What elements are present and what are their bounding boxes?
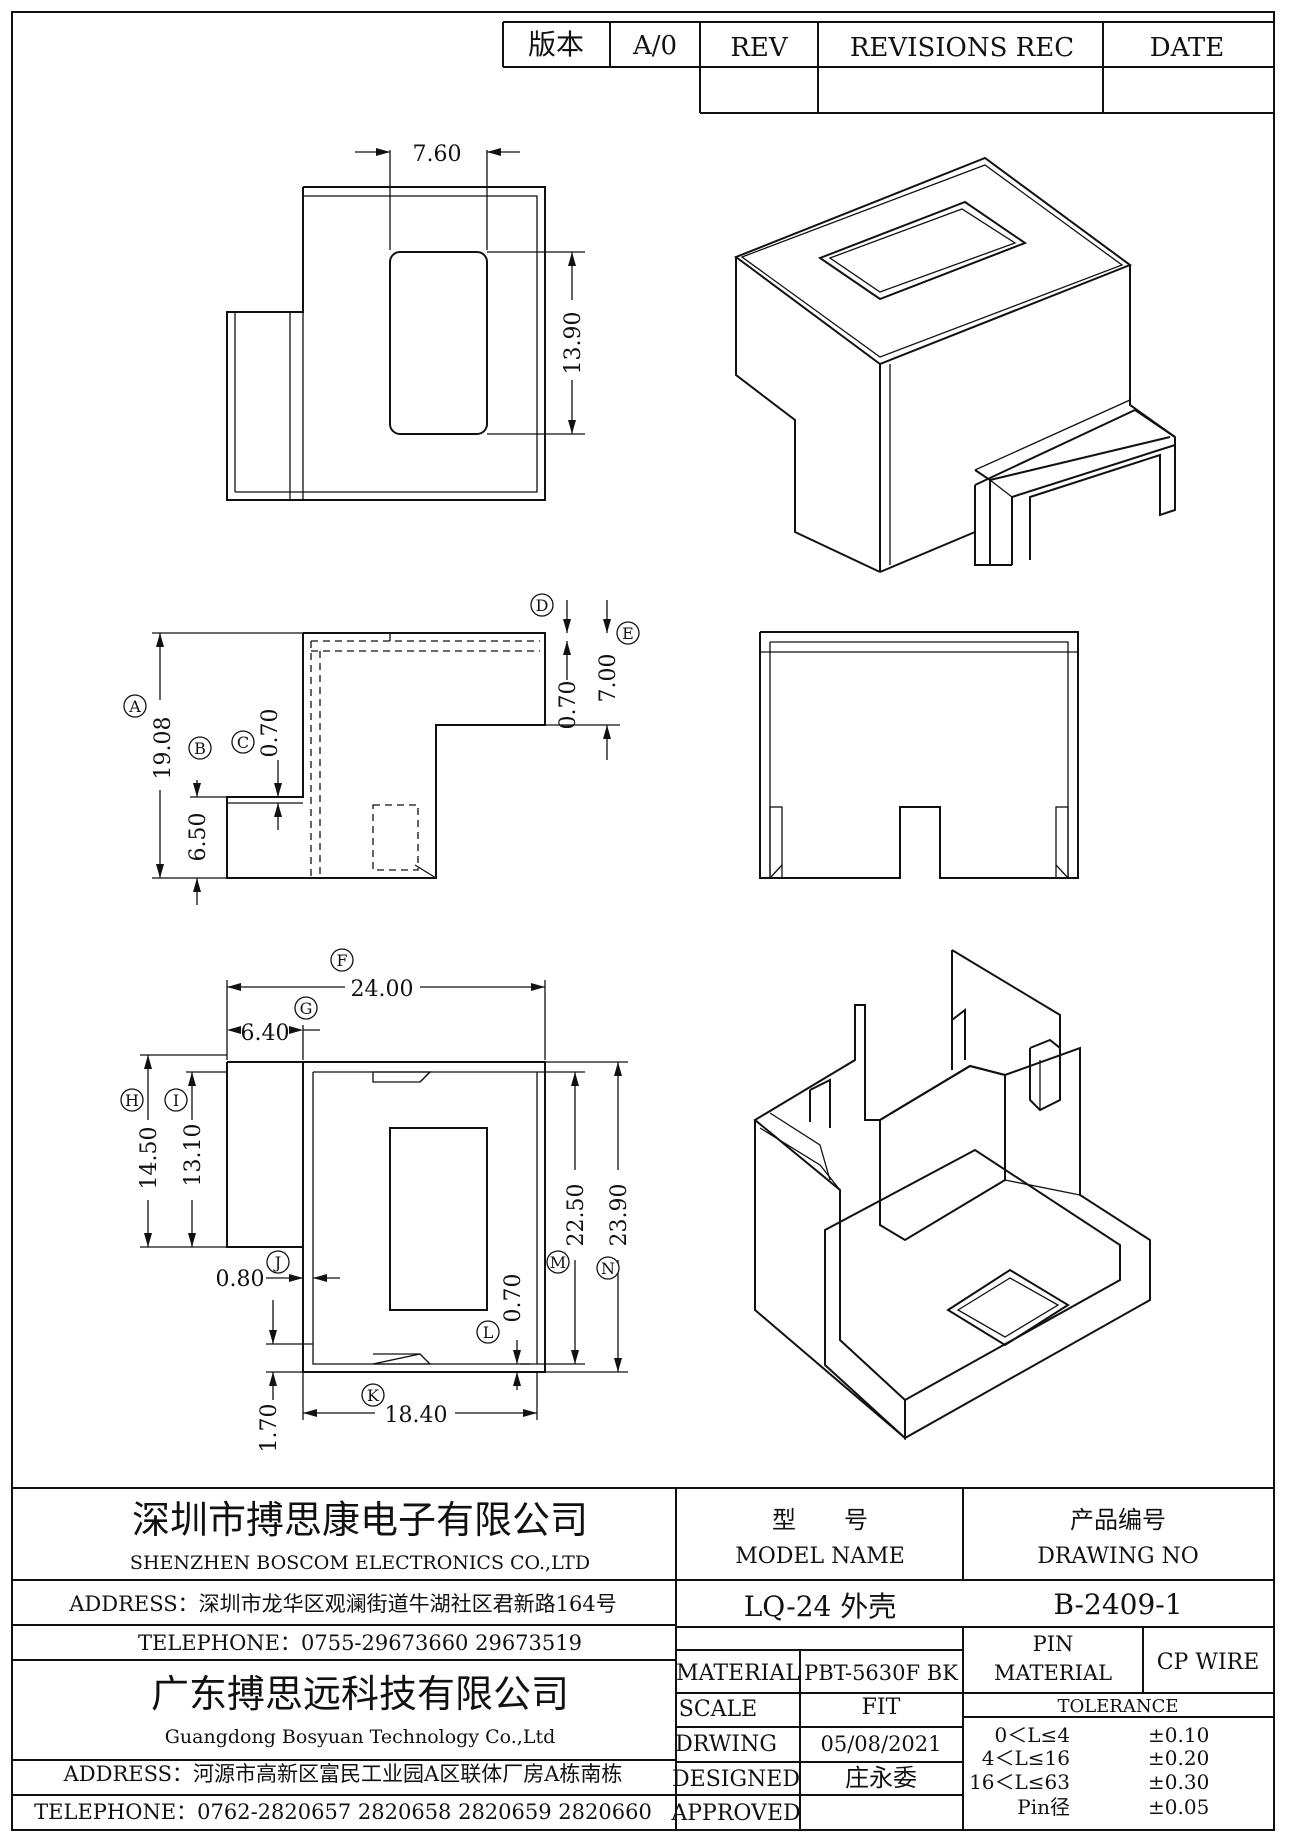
- callout-b: B: [194, 739, 206, 758]
- pin-material-label-2: MATERIAL: [994, 1661, 1112, 1685]
- tolerance-range-2: 4＜L≤16: [982, 1746, 1070, 1770]
- telephone1: TELEPHONE：0755-29673660 29673519: [138, 1631, 582, 1655]
- drawing-no-label-en: DRAWING NO: [1037, 1544, 1199, 1569]
- end-view: [759, 631, 1079, 879]
- pin-material-label-1: PIN: [1033, 1632, 1074, 1656]
- callout-c: C: [237, 733, 249, 752]
- approved-label: APPROVED: [670, 1801, 800, 1826]
- plan-window: [389, 1127, 488, 1311]
- drawing-label: DRWING: [675, 1732, 777, 1757]
- front-view: 7.60 13.90: [226, 142, 586, 501]
- dim-height-h: 14.50: [137, 1127, 162, 1190]
- callout-m: M: [550, 1253, 566, 1272]
- window-opening: [389, 251, 488, 435]
- telephone2: TELEPHONE：0762-2820657 2820658 2820659 2…: [34, 1800, 652, 1824]
- version-label: 版本: [528, 28, 584, 61]
- tolerance-value-4: ±0.05: [1148, 1795, 1209, 1819]
- tolerance-value-2: ±0.20: [1148, 1746, 1209, 1770]
- dim-overall-height: 19.08: [151, 717, 176, 780]
- scale-value: FIT: [862, 1695, 901, 1720]
- dim-wall-l: 0.70: [501, 1274, 526, 1323]
- material-value: PBT-5630F BK: [804, 1661, 958, 1685]
- company1-name-en: SHENZHEN BOSCOM ELECTRONICS CO.,LTD: [130, 1552, 590, 1574]
- dim-outer-n: 23.90: [607, 1184, 632, 1247]
- callout-k: K: [367, 1386, 380, 1405]
- callout-n: N: [601, 1259, 615, 1278]
- plan-view: 24.00 F 6.40 G 14.50 H 13.10 I: [120, 948, 632, 1453]
- callout-l: L: [483, 1323, 494, 1342]
- callout-g: G: [300, 999, 313, 1018]
- dim-height-i: 13.10: [181, 1124, 206, 1187]
- callout-d: D: [536, 596, 549, 615]
- model-label-cn: 型 号: [772, 1506, 868, 1534]
- drawing-date: 05/08/2021: [820, 1732, 941, 1756]
- dim-top-width: 7.60: [413, 142, 462, 167]
- dim-window-height: 13.90: [561, 312, 586, 375]
- dim-gap-j: 0.80: [216, 1267, 265, 1292]
- dim-offset-g: 6.40: [241, 1021, 290, 1046]
- dim-upper-depth: 7.00: [596, 654, 621, 703]
- rev-header: REV: [730, 33, 789, 63]
- dim-step-height: 6.50: [186, 813, 211, 862]
- tolerance-range-4: Pin径: [1017, 1795, 1070, 1819]
- dim-wall-d: 0.70: [556, 681, 581, 730]
- dim-offset-bottom: 1.70: [257, 1404, 282, 1453]
- callout-j: J: [273, 1253, 281, 1272]
- tolerance-value-3: ±0.30: [1148, 1770, 1209, 1794]
- tolerance-label: TOLERANCE: [1057, 1696, 1178, 1717]
- date-header: DATE: [1150, 33, 1225, 63]
- callout-i: I: [173, 1091, 179, 1110]
- isometric-view-bottom: [753, 949, 1151, 1441]
- designer-name: 庄永委: [845, 1764, 917, 1792]
- dim-inner-m: 22.50: [564, 1184, 589, 1247]
- company1-name-cn: 深圳市搏思康电子有限公司: [132, 1498, 588, 1542]
- callout-e: E: [622, 624, 634, 643]
- tolerance-range-1: 0＜L≤4: [995, 1723, 1071, 1747]
- dim-overall-width: 24.00: [351, 977, 414, 1002]
- drawing-no-label-cn: 产品编号: [1070, 1506, 1166, 1534]
- revision-table: 版本 A/0 REV REVISIONS REC DATE: [502, 21, 1274, 114]
- material-label: MATERIAL: [676, 1661, 800, 1686]
- model-value: LQ-24 外壳: [744, 1590, 897, 1623]
- company2-name-cn: 广东搏思远科技有限公司: [151, 1672, 569, 1716]
- dim-bottom-width: 18.40: [385, 1403, 448, 1428]
- drawing-no-value: B-2409-1: [1053, 1588, 1182, 1621]
- drawing-frame: [11, 11, 1275, 1831]
- designed-label: DESIGNED: [672, 1767, 800, 1792]
- company2-name-en: Guangdong Bosyuan Technology Co.,Ltd: [165, 1726, 556, 1748]
- tolerance-range-3: 16＜L≤63: [969, 1770, 1070, 1794]
- callout-f: F: [336, 951, 347, 970]
- tolerance-value-1: ±0.10: [1148, 1723, 1209, 1747]
- dim-wall-c: 0.70: [258, 709, 283, 758]
- address2: ADDRESS：河源市高新区富民工业园A区联体厂房A栋南栋: [63, 1762, 623, 1786]
- address1: ADDRESS：深圳市龙华区观澜街道牛湖社区君新路164号: [68, 1592, 616, 1616]
- side-view: 19.08 A 6.50 B 0.70 C 0.70 D 7.00: [123, 593, 640, 905]
- scale-label: SCALE: [679, 1697, 757, 1722]
- version-value: A/0: [632, 31, 677, 61]
- callout-h: H: [125, 1091, 139, 1110]
- callout-a: A: [128, 697, 141, 716]
- pin-material-value: CP WIRE: [1157, 1650, 1260, 1675]
- isometric-view-top: [733, 156, 1176, 573]
- revisions-header: REVISIONS REC: [850, 33, 1074, 63]
- title-block: 深圳市搏思康电子有限公司 SHENZHEN BOSCOM ELECTRONICS…: [12, 1487, 1274, 1830]
- model-label-en: MODEL NAME: [735, 1544, 905, 1569]
